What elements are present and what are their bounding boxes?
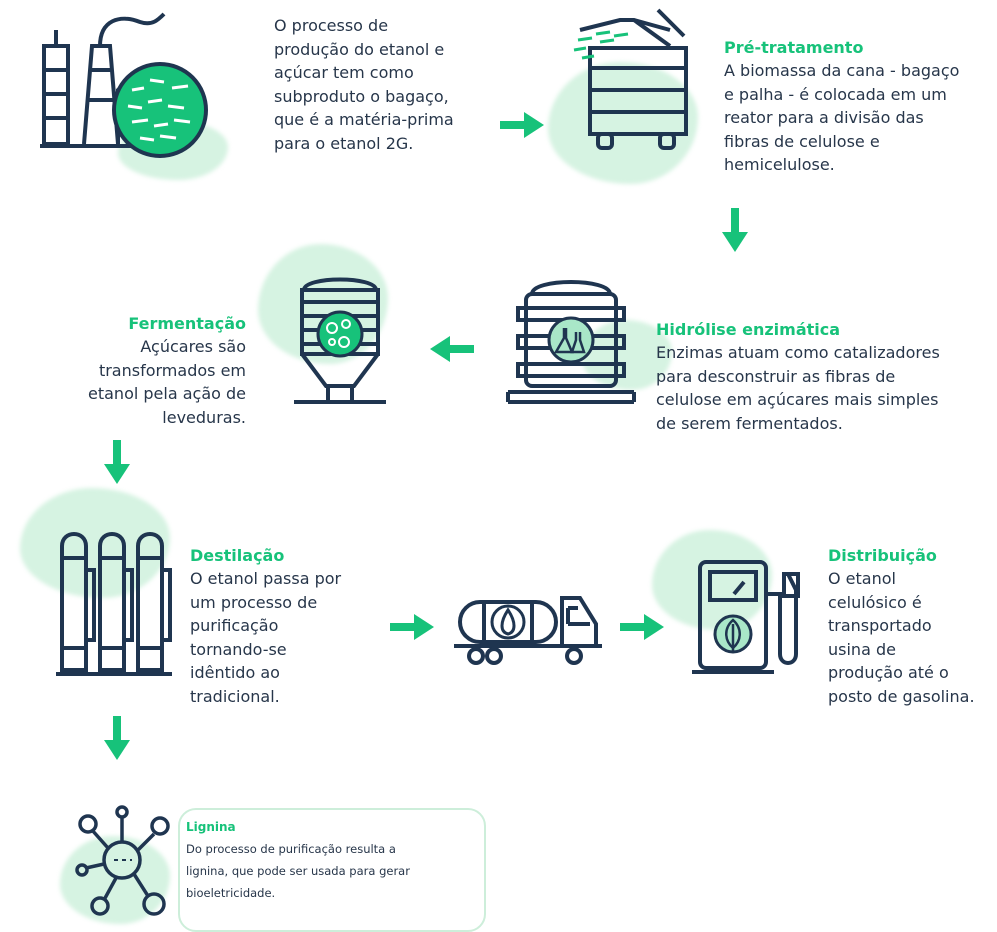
text-line: e palha - é colocada em um — [724, 84, 947, 104]
molecule-icon — [75, 805, 170, 916]
fermentacao-block: Fermentação Açúcares são transformados e… — [40, 312, 246, 429]
arrow-down-icon — [104, 440, 130, 484]
lignina-block: Lignina Do processo de purificação resul… — [186, 820, 476, 904]
arrow-down-icon — [722, 208, 748, 252]
text-line: Açúcares são — [140, 337, 246, 356]
text-line: tradicional. — [190, 686, 280, 706]
text-line: subproduto o bagaço, — [274, 86, 449, 106]
arrow-down-icon — [104, 716, 130, 760]
text-line: Enzimas atuam como catalizadores — [656, 343, 940, 362]
text-line: um processo de — [190, 592, 318, 612]
tanker-truck-icon — [454, 596, 602, 665]
text-line: leveduras. — [162, 407, 246, 427]
text-line: reator para a divisão das — [724, 108, 924, 127]
text-line: celulose em açúcares mais simples — [656, 390, 939, 409]
text-line: etanol pela ação de — [88, 384, 246, 403]
step-title: Distribuição — [828, 546, 937, 565]
text-line: posto de gasolina. — [828, 686, 975, 706]
arrow-right-icon — [500, 112, 544, 138]
text-line: O processo de — [274, 16, 389, 35]
text-line: hemicelulose. — [724, 155, 835, 174]
text-line: para desconstruir as fibras de — [656, 366, 896, 386]
text-line: O etanol — [828, 569, 896, 588]
text-line: para o etanol 2G. — [274, 133, 414, 153]
distillation-columns-icon — [56, 532, 172, 676]
step-title: Fermentação — [128, 314, 246, 333]
text-line: usina de — [828, 639, 896, 659]
arrow-right-icon — [390, 614, 434, 640]
text-line: tornando-se — [190, 639, 287, 659]
decor-blob — [582, 320, 672, 390]
step-title: Destilação — [190, 546, 285, 565]
hidrolise-block: Hidrólise enzimática Enzimas atuam como … — [656, 318, 996, 435]
distribuicao-block: Distribuição O etanol celulósico é trans… — [828, 544, 996, 708]
arrow-right-icon — [620, 614, 664, 640]
arrow-left-icon — [430, 336, 474, 362]
text-line: purificação — [190, 616, 279, 635]
fermentation-silo-icon — [294, 277, 386, 404]
text-line: idêntido ao — [190, 663, 280, 682]
text-line: celulósico é — [828, 592, 922, 612]
step-title: Pré-tratamento — [724, 38, 864, 57]
hydrolysis-tank-icon — [506, 280, 636, 404]
pre-tratamento-block: Pré-tratamento A biomassa da cana - baga… — [724, 36, 996, 177]
text-line: bioeletricidade. — [186, 886, 276, 900]
step-title: Hidrólise enzimática — [656, 320, 841, 339]
text-line: fibras de celulose e — [724, 131, 880, 151]
reactor-icon — [573, 8, 688, 150]
text-line: transformados em — [98, 360, 246, 380]
decor-blob — [548, 62, 698, 184]
text-line: Do processo de purificação resulta a — [186, 842, 396, 856]
text-line: açúcar tem como — [274, 63, 414, 82]
destilacao-block: Destilação O etanol passa por um process… — [190, 544, 390, 708]
text-line: de serem fermentados. — [656, 413, 843, 433]
text-line: que é a matéria-prima — [274, 110, 454, 129]
step-title: Lignina — [186, 820, 236, 834]
factory-icon — [40, 12, 208, 158]
text-line: transportado — [828, 616, 932, 635]
fuel-pump-icon — [692, 560, 800, 674]
text-line: lignina, que pode ser usada para gerar — [186, 864, 410, 878]
text-line: produção do etanol e — [274, 39, 445, 59]
intro-text: O processo de produção do etanol e açúca… — [274, 14, 514, 155]
text-line: A biomassa da cana - bagaço — [724, 61, 960, 80]
text-line: O etanol passa por — [190, 569, 342, 588]
text-line: produção até o — [828, 663, 949, 682]
